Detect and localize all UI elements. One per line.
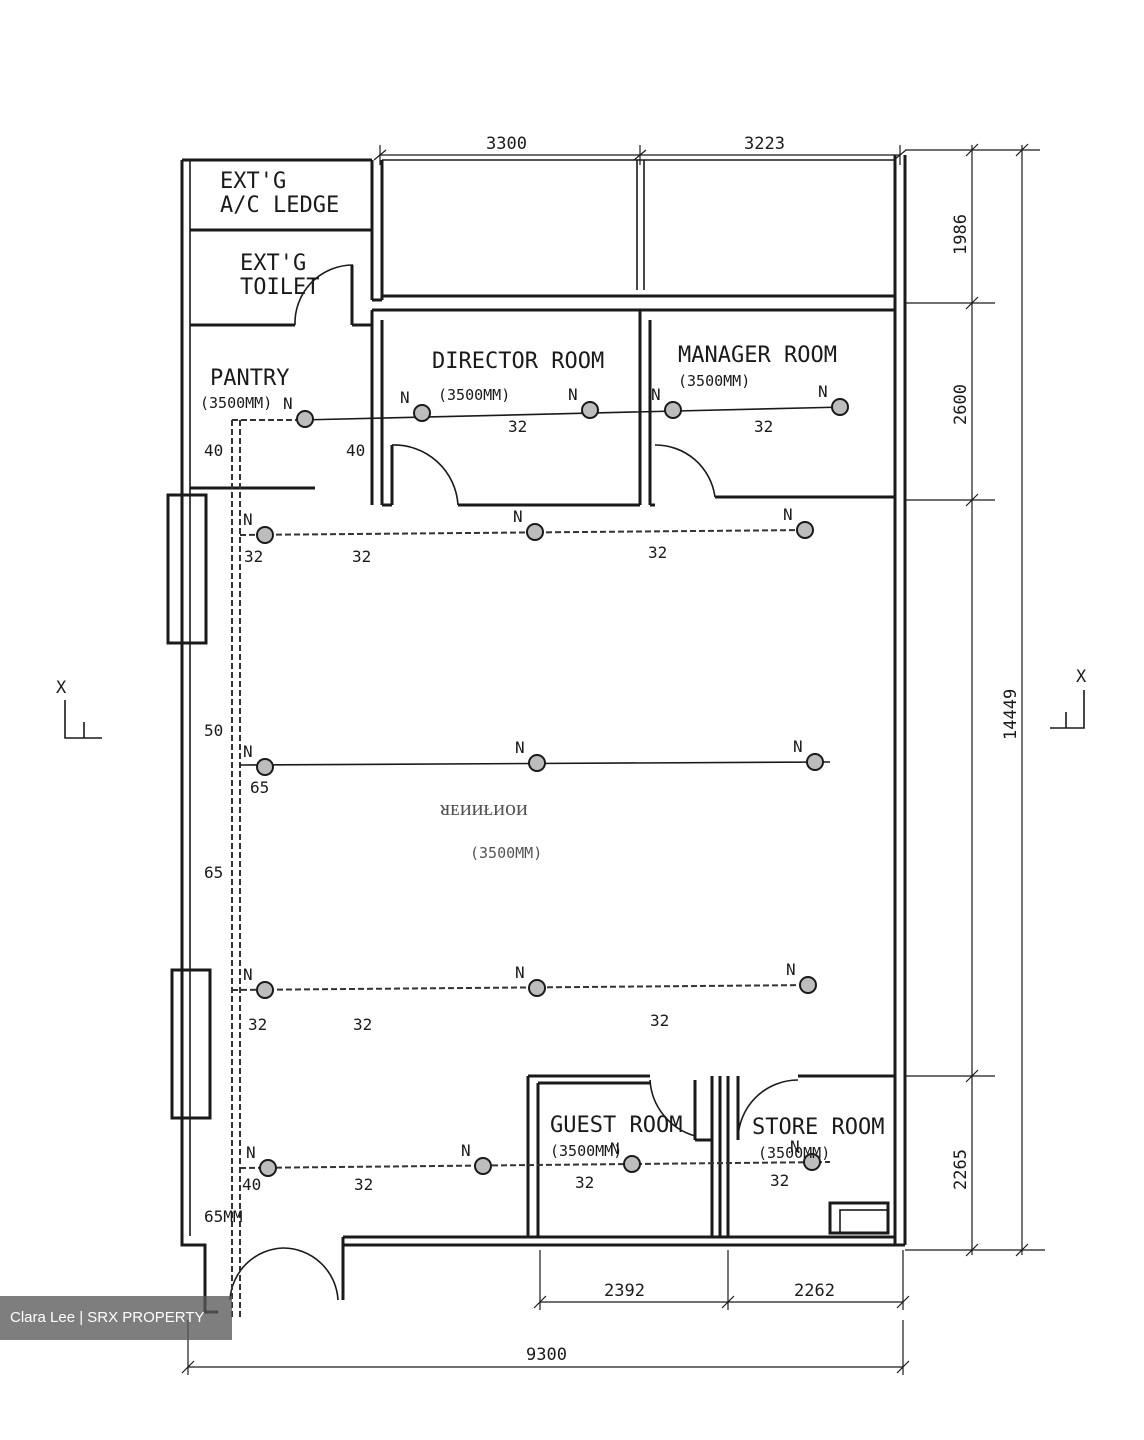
- walls: [166, 155, 907, 1314]
- sprinkler-head: [259, 1159, 277, 1177]
- main-area-label: ᴚᴇᴎᴎᴌᴎᴏᴎ: [440, 796, 528, 821]
- sprinkler-head: [256, 981, 274, 999]
- pipe-size: 32: [352, 547, 371, 566]
- pipe-size: 32: [770, 1171, 789, 1190]
- sprinkler-head: [581, 401, 599, 419]
- pipe-size: 65: [250, 778, 269, 797]
- room-labels: EXT'G A/C LEDGE EXT'G TOILET PANTRY (350…: [200, 169, 884, 1162]
- pipe-size-labels: 40 40 32 32 32 32 32 50 65 65 32 32 32 4…: [204, 417, 789, 1226]
- sprinkler-head: [256, 758, 274, 776]
- sprinkler-label: N: [243, 965, 253, 984]
- sprinkler-head: [413, 404, 431, 422]
- pipe-size: 40: [346, 441, 365, 460]
- dimension-lines: 3300 3223 1986 2600 2265 14449 2392 2262…: [181, 134, 1045, 1375]
- sprinkler-label: N: [610, 1139, 620, 1158]
- manager-room-height: (3500MM): [678, 372, 750, 390]
- dim-right-1986: 1986: [951, 214, 971, 255]
- sprinkler-head: [803, 1153, 821, 1171]
- pipe-size: 32: [575, 1173, 594, 1192]
- director-room-label: DIRECTOR ROOM: [432, 349, 604, 374]
- sprinkler-head: [831, 398, 849, 416]
- dim-right-total: 14449: [1001, 689, 1021, 740]
- sprinkler-label: N: [400, 388, 410, 407]
- axis-marker-left: X: [56, 678, 67, 698]
- dim-top-right: 3223: [744, 134, 785, 154]
- sprinkler-heads: N N N N N N N N N N N N N N N N N N: [243, 382, 849, 1177]
- pipe-size: 32: [248, 1015, 267, 1034]
- sprinkler-label: N: [786, 960, 796, 979]
- sprinkler-head: [806, 753, 824, 771]
- sprinkler-label: N: [513, 507, 523, 526]
- sprinkler-label: N: [283, 394, 293, 413]
- dim-top-left: 3300: [486, 134, 527, 154]
- dim-right-2265: 2265: [951, 1149, 971, 1190]
- pipe-size: 32: [650, 1011, 669, 1030]
- sprinkler-pipes: [231, 406, 846, 1318]
- sprinkler-label: N: [793, 737, 803, 756]
- pipe-size: 40: [242, 1175, 261, 1194]
- dim-bottom-left: 2392: [604, 1281, 645, 1301]
- pipe-size: 50: [204, 721, 223, 740]
- sprinkler-head: [296, 410, 314, 428]
- sprinkler-label: N: [246, 1143, 256, 1162]
- manager-room-label: MANAGER ROOM: [678, 343, 837, 368]
- ac-ledge-label-1: EXT'G: [220, 169, 286, 194]
- sprinkler-label: N: [515, 963, 525, 982]
- sprinkler-head: [796, 521, 814, 539]
- sprinkler-label: N: [461, 1141, 471, 1160]
- sprinkler-head: [256, 526, 274, 544]
- pipe-size: 32: [354, 1175, 373, 1194]
- sprinkler-head: [526, 523, 544, 541]
- pipe-size: 32: [648, 543, 667, 562]
- sprinkler-label: N: [568, 385, 578, 404]
- guest-room-label: GUEST ROOM: [550, 1113, 682, 1138]
- sprinkler-head: [623, 1155, 641, 1173]
- dim-right-2600: 2600: [951, 384, 971, 425]
- pipe-size: 65: [204, 863, 223, 882]
- director-room-height: (3500MM): [438, 386, 510, 404]
- dim-bottom-right: 2262: [794, 1281, 835, 1301]
- sprinkler-label: N: [243, 510, 253, 529]
- sprinkler-label: N: [515, 738, 525, 757]
- pantry-height: (3500MM): [200, 394, 272, 412]
- pipe-size: 40: [204, 441, 223, 460]
- pantry-label: PANTRY: [210, 366, 289, 391]
- sprinkler-head: [799, 976, 817, 994]
- sprinkler-label: N: [783, 505, 793, 524]
- pipe-size: 32: [754, 417, 773, 436]
- store-room-label: STORE ROOM: [752, 1115, 884, 1140]
- sprinkler-label: N: [651, 385, 661, 404]
- sprinkler-label: N: [790, 1137, 800, 1156]
- toilet-label-1: EXT'G: [240, 251, 306, 276]
- sprinkler-label: N: [818, 382, 828, 401]
- dim-overall: 9300: [526, 1345, 567, 1365]
- sprinkler-head: [474, 1157, 492, 1175]
- pipe-size: 32: [244, 547, 263, 566]
- sprinkler-label: N: [243, 742, 253, 761]
- sprinkler-head: [528, 754, 546, 772]
- section-markers: X X: [56, 667, 1087, 739]
- pipe-size: 32: [353, 1015, 372, 1034]
- guest-room-height: (3500MM): [550, 1142, 622, 1160]
- watermark: Clara Lee | SRX PROPERTY: [0, 1296, 232, 1340]
- main-area-height: (3500MM): [470, 844, 542, 862]
- axis-marker-right: X: [1076, 667, 1087, 687]
- sprinkler-head: [664, 401, 682, 419]
- ac-ledge-label-2: A/C LEDGE: [220, 193, 339, 218]
- toilet-label-2: TOILET: [240, 275, 319, 300]
- sprinkler-head: [528, 979, 546, 997]
- pipe-size: 32: [508, 417, 527, 436]
- store-room-height: (3500MM): [758, 1144, 830, 1162]
- pipe-size: 65MM: [204, 1207, 243, 1226]
